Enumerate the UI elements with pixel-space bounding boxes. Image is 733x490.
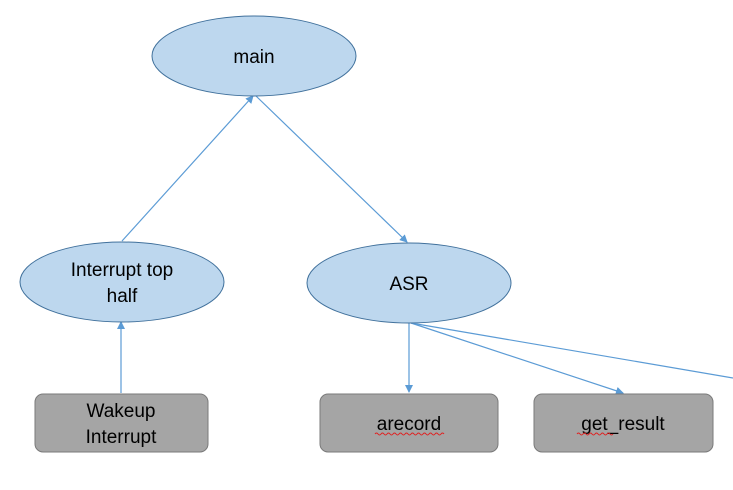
node-main: main (151, 15, 357, 97)
node-wakeup-interrupt-label-line1: Wakeup (87, 401, 156, 422)
spellcheck-underline-arecord (374, 432, 445, 436)
spellcheck-underline-get-result (576, 432, 614, 436)
node-wakeup-interrupt: Wakeup Interrupt (34, 393, 209, 453)
node-interrupt-top-half: Interrupt top half (19, 241, 225, 323)
node-arecord: arecord (319, 393, 499, 453)
node-interrupt-top-half-label-line1: Interrupt top (71, 260, 173, 281)
node-main-label: main (233, 47, 274, 68)
edge-asr-offscreen (410, 322, 733, 379)
node-arecord-label: arecord (377, 414, 441, 435)
edge-asr-to-get-result (410, 322, 624, 395)
node-interrupt-top-half-label-line2: half (107, 286, 138, 307)
node-asr: ASR (306, 242, 512, 324)
edge-interrupt-to-main (121, 95, 254, 242)
node-get-result: get_result (533, 393, 714, 453)
node-wakeup-interrupt-label-line2: Interrupt (86, 427, 157, 448)
node-get-result-label: get_result (581, 414, 665, 435)
node-asr-label: ASR (389, 274, 428, 295)
edge-main-to-asr (255, 95, 408, 243)
